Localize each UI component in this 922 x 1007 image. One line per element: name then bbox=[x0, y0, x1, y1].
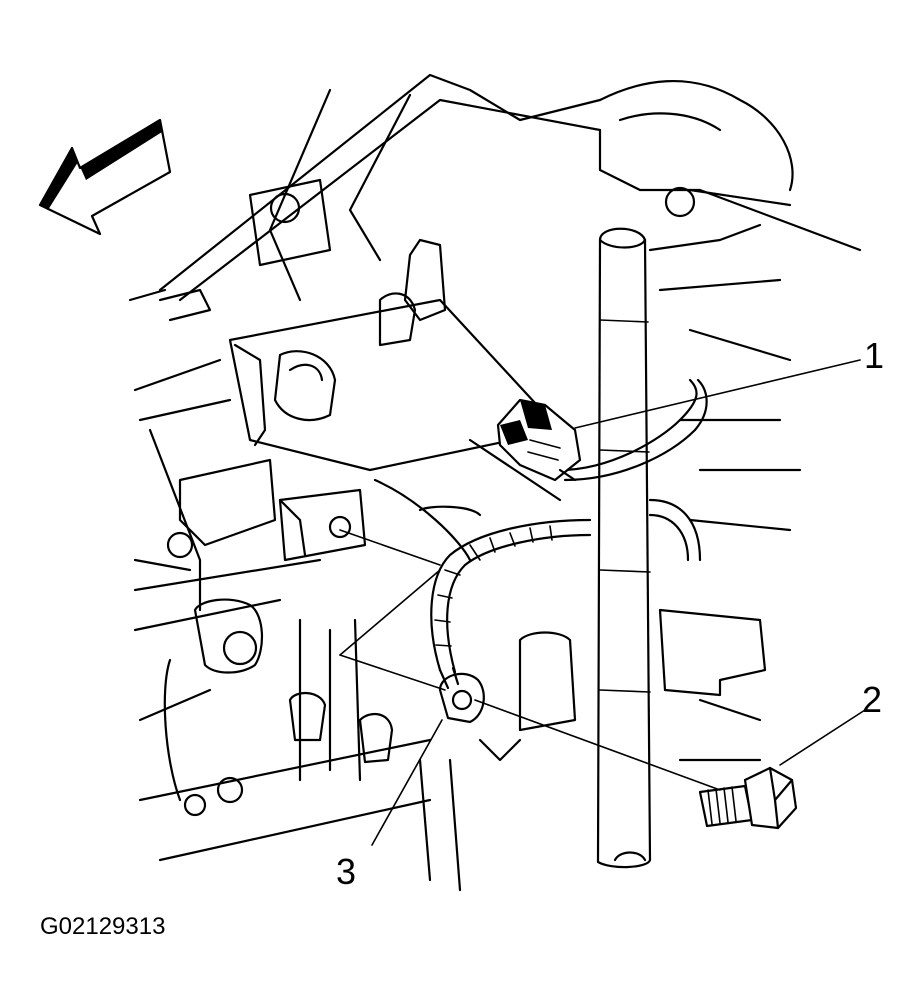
callout-label-2: 2 bbox=[862, 679, 882, 720]
figure-id: G02129313 bbox=[40, 913, 165, 940]
ground-bolt bbox=[698, 766, 798, 830]
engine-block bbox=[128, 73, 862, 892]
callout-label-1: 1 bbox=[864, 335, 884, 376]
direction-arrow-icon bbox=[38, 118, 172, 236]
vertical-pipe bbox=[596, 227, 652, 869]
leader-lines bbox=[339, 359, 866, 846]
callout-label-3: 3 bbox=[336, 851, 356, 892]
electrical-connector bbox=[496, 398, 582, 482]
ground-terminal bbox=[438, 666, 485, 724]
